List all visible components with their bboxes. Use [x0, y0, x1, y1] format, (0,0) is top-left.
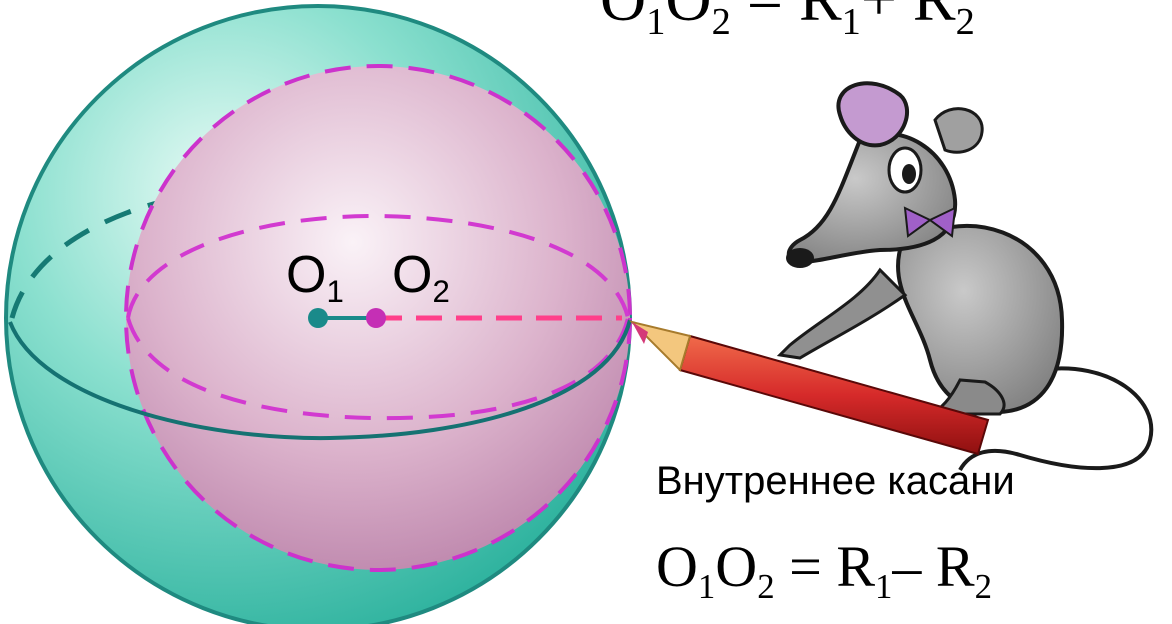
mouse-illustration: [776, 81, 1065, 416]
top-formula-r1-sub: 1: [842, 1, 861, 43]
top-formula-r1: R: [799, 0, 842, 34]
center-o1-letter: O: [286, 246, 326, 304]
center-o1-label: O1: [286, 246, 344, 309]
bottom-formula-r2-sub: 2: [975, 567, 992, 606]
bottom-formula-r1-sub: 1: [875, 567, 892, 606]
mouse-pupil: [902, 164, 916, 184]
mouse-tail: [958, 366, 1154, 472]
mouse-head: [786, 131, 958, 265]
mouse-body: [896, 224, 1065, 415]
center-o1-subscript: 1: [326, 274, 343, 309]
mouse-back-ear: [933, 107, 984, 154]
top-formula-r2: R: [913, 0, 956, 34]
top-formula-plus: +: [861, 0, 913, 34]
top-formula-equals: =: [731, 0, 799, 34]
top-formula-o1: O: [600, 0, 646, 34]
top-formula-o2: O: [665, 0, 711, 34]
caption-internal-tangency: Внутреннее касани: [656, 459, 1015, 503]
mouse-nose: [786, 248, 814, 268]
bottom-formula-o1: O: [656, 534, 698, 599]
center-o2-point: [366, 308, 386, 328]
top-formula-r2-sub: 2: [956, 1, 975, 43]
inner-back-equator: [126, 213, 630, 319]
top-formula: O1O2 = R1+ R2: [600, 0, 975, 43]
bottom-formula-o2-sub: 2: [757, 567, 774, 606]
mouse-ear: [836, 81, 910, 148]
center-o2-subscript: 2: [432, 274, 449, 309]
inner-front-equator: [126, 317, 630, 421]
bottom-formula-r1: R: [836, 534, 875, 599]
mouse-arm: [776, 267, 908, 360]
bottom-formula-o1-sub: 1: [698, 567, 715, 606]
bottom-formula: O1O2 = R1– R2: [656, 534, 992, 606]
center-o1-point: [308, 308, 328, 328]
bottom-formula-r2: R: [936, 534, 975, 599]
pencil-graphite-tip: [632, 322, 648, 344]
pencil: [628, 320, 990, 456]
bottom-formula-o2: O: [715, 534, 757, 599]
top-formula-o1-sub: 1: [646, 1, 665, 43]
outer-front-equator: [8, 319, 632, 441]
mouse-hind-leg: [929, 378, 1006, 416]
bottom-formula-minus: –: [891, 534, 936, 599]
center-o2-label: O2: [392, 246, 450, 309]
mouse-bowtie: [903, 206, 957, 238]
bottom-formula-equals: =: [775, 534, 837, 599]
center-o2-letter: O: [392, 246, 432, 304]
top-formula-o2-sub: 2: [712, 1, 731, 43]
